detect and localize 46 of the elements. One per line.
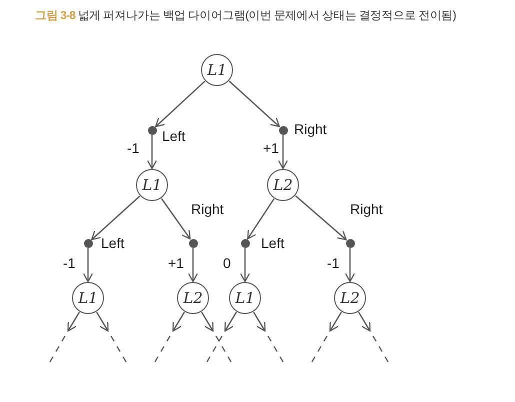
- arrow: [224, 312, 237, 332]
- state-circle: L2: [334, 282, 366, 314]
- action-label: Left: [162, 128, 186, 144]
- reward-label: +1: [263, 140, 279, 156]
- arrow: [82, 248, 94, 282]
- action-label: Left: [261, 235, 284, 251]
- figure-title: 그림 3-8 넓게 퍼져나가는 백업 다이어그램(이번 문제에서 상태는 결정적으로 전이됨): [35, 9, 456, 23]
- arrow: [201, 312, 214, 332]
- state-circle: L1: [229, 282, 261, 314]
- action-dot: [240, 238, 250, 248]
- reward-label: -1: [127, 140, 140, 156]
- arrow: [160, 198, 191, 240]
- arrow: [329, 312, 342, 332]
- action-dot: [278, 126, 288, 134]
- arrow: [96, 312, 109, 332]
- action-label: Left: [101, 235, 124, 251]
- state-circle: L2: [267, 169, 299, 201]
- arrow: [240, 248, 250, 282]
- arrow: [253, 312, 266, 332]
- action-label: Right: [350, 201, 383, 217]
- reward-label: -1: [63, 255, 76, 271]
- state-circle: L1: [136, 169, 168, 201]
- arrow: [358, 312, 371, 332]
- arrow: [155, 80, 206, 128]
- state-circle: L1: [72, 282, 104, 314]
- arrow: [344, 248, 356, 282]
- action-dot: [346, 238, 354, 248]
- action-dot: [84, 238, 92, 248]
- action-dot: [148, 126, 156, 134]
- arrow: [295, 195, 347, 240]
- state-circle: L1: [201, 54, 233, 86]
- reward-label: -1: [327, 255, 340, 271]
- arrow: [188, 248, 198, 282]
- arrow: [91, 196, 140, 240]
- arrow: [67, 312, 80, 332]
- action-label: Right: [191, 201, 224, 217]
- reward-label: +1: [168, 255, 184, 271]
- state-circle: L2: [177, 282, 209, 314]
- arrow: [228, 80, 280, 128]
- action-label: Right: [294, 121, 327, 137]
- arrow: [278, 135, 288, 170]
- arrow: [247, 198, 275, 240]
- arrow: [172, 312, 185, 332]
- reward-label: 0: [223, 255, 231, 271]
- action-dot: [188, 238, 198, 248]
- arrow: [146, 135, 158, 170]
